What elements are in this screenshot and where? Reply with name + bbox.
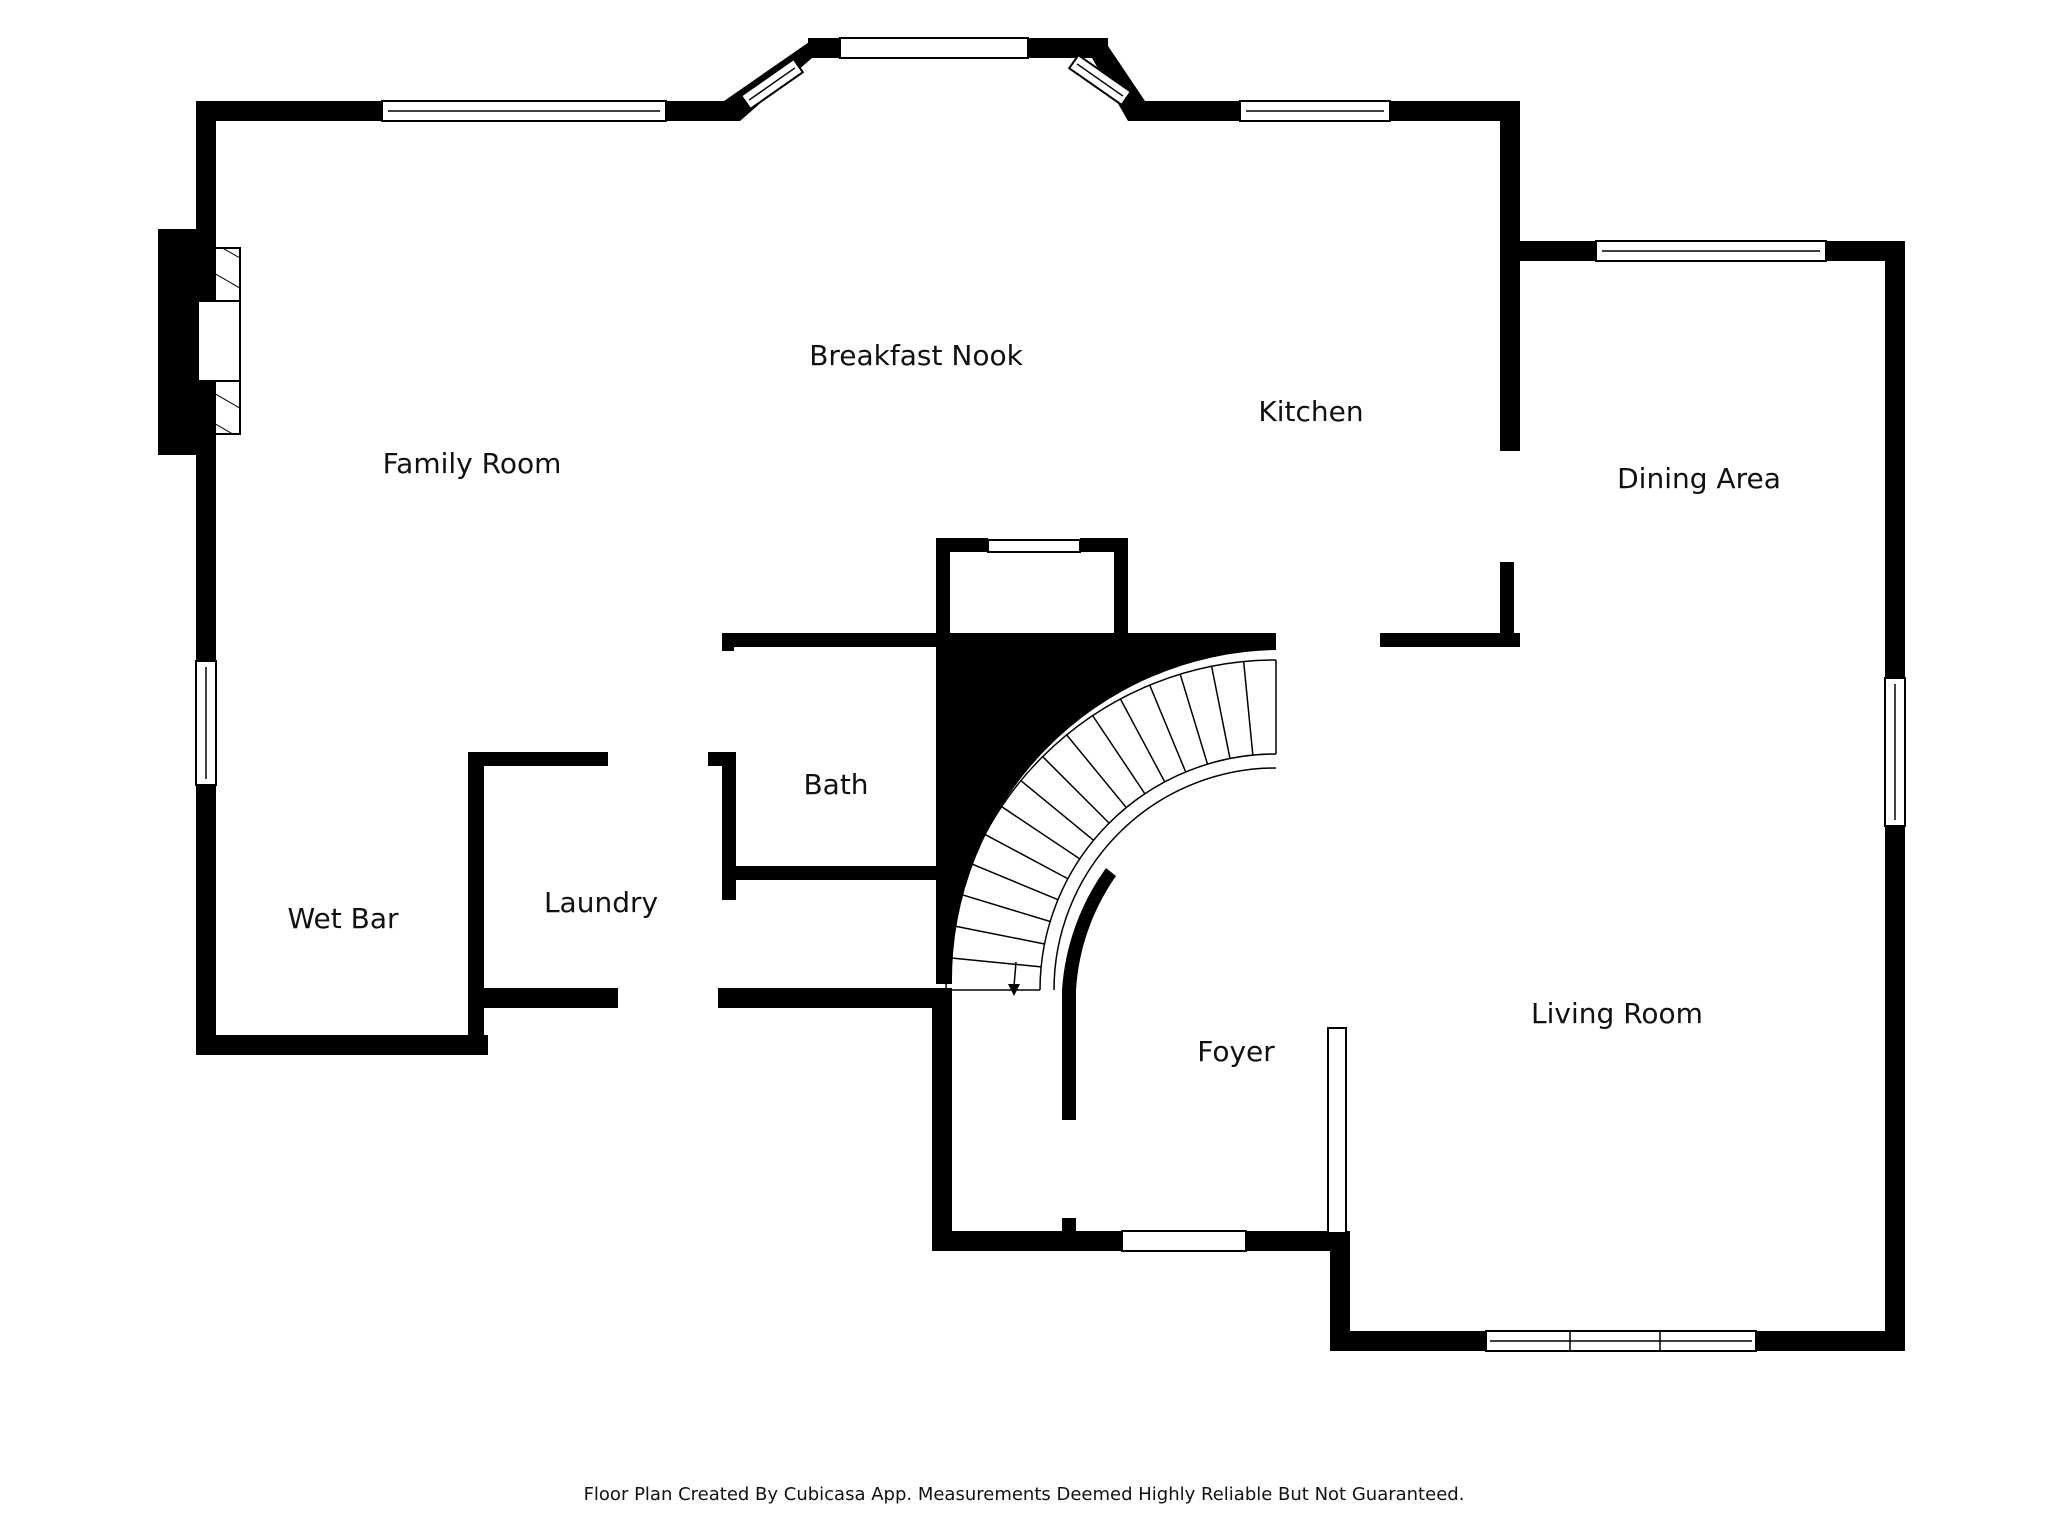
stair-tread: [1210, 666, 1231, 759]
wall-laundry-top-left: [468, 752, 608, 766]
wall-bay-right: [1092, 40, 1145, 121]
room-labels: Family Room Breakfast Nook Kitchen Dinin…: [287, 339, 1780, 1068]
stair-tread: [952, 924, 1045, 945]
wall-living-left: [1330, 1231, 1350, 1351]
window-bay-top: [839, 37, 1029, 59]
window-pantry-top: [987, 539, 1081, 553]
stair-tread: [1179, 673, 1209, 765]
wall-closet-right: [1062, 990, 1076, 1120]
wall-pantry-top-left: [936, 538, 988, 552]
label-bath: Bath: [803, 768, 868, 801]
window-living-bottom: [1485, 1330, 1757, 1352]
curved-staircase: [945, 659, 1277, 996]
label-wet-bar: Wet Bar: [287, 902, 399, 935]
wall-left-mid: [196, 441, 216, 661]
wall-left-top: [196, 101, 216, 241]
window-top-kitchen: [1239, 100, 1391, 122]
stair-tread: [1119, 698, 1166, 783]
wall-foyer-curve: [1062, 868, 1116, 990]
label-living-room: Living Room: [1531, 997, 1703, 1030]
stair-handrail: [1053, 767, 1277, 991]
wall-bath-top: [722, 633, 942, 647]
wall-laundry-bottom-left: [468, 988, 618, 1008]
fireplace: [179, 247, 241, 435]
stair-tread: [1092, 715, 1146, 795]
window-bay-left: [739, 57, 805, 111]
disclaimer-note: Floor Plan Created By Cubicasa App. Meas…: [584, 1484, 1465, 1505]
label-breakfast-nook: Breakfast Nook: [809, 339, 1023, 372]
wall-kitchen-right-lower: [1500, 562, 1514, 647]
stair-tread: [1042, 756, 1110, 824]
wall-laundry-right: [722, 752, 736, 900]
label-family-room: Family Room: [383, 447, 562, 480]
stair-direction-line: [1013, 961, 1017, 987]
wall-closet-left: [932, 990, 952, 1251]
walls: [158, 38, 1905, 1351]
window-left-wall: [195, 660, 217, 786]
label-dining-area: Dining Area: [1617, 462, 1781, 495]
wall-wetbar-bottom: [196, 1035, 488, 1055]
wall-kitchen-right: [1500, 101, 1520, 451]
under-stair-mass: [936, 633, 1276, 984]
wall-closet-right-low: [1062, 1218, 1076, 1251]
stair-tread: [947, 956, 1042, 968]
wall-pantry-top-right: [1080, 538, 1128, 552]
stair-tread: [1020, 780, 1095, 841]
stair-inner-edge: [1039, 753, 1277, 991]
stair-tread: [959, 893, 1051, 923]
wall-bath-left-stub: [722, 633, 734, 651]
label-foyer: Foyer: [1197, 1035, 1275, 1068]
stair-tread: [1149, 684, 1187, 773]
wall-pantry-left: [936, 538, 950, 648]
label-kitchen: Kitchen: [1258, 395, 1363, 428]
window-dining-top: [1595, 240, 1827, 262]
stair-tread: [1066, 734, 1127, 809]
label-laundry: Laundry: [544, 886, 658, 919]
foyer-partition: [1327, 1027, 1347, 1234]
window-right-wall: [1884, 677, 1906, 827]
wall-left-low: [196, 785, 216, 1055]
stair-tread: [1242, 661, 1254, 756]
wall-laundry-left: [468, 752, 484, 1055]
windows: [195, 37, 1906, 1352]
window-bay-right: [1067, 53, 1133, 107]
stair-tread: [1001, 806, 1081, 860]
wall-laundry-bottom-right: [718, 988, 952, 1008]
wall-bath-bottom: [722, 866, 942, 880]
window-top-family: [381, 100, 667, 122]
stair-tread: [970, 863, 1059, 901]
wall-kitchen-bottom: [1380, 633, 1520, 647]
stair-direction-arrow: [1008, 984, 1020, 996]
wall-pantry-right: [1114, 538, 1128, 648]
window-foyer-bottom: [1121, 1230, 1247, 1252]
stair-tread: [984, 833, 1069, 880]
